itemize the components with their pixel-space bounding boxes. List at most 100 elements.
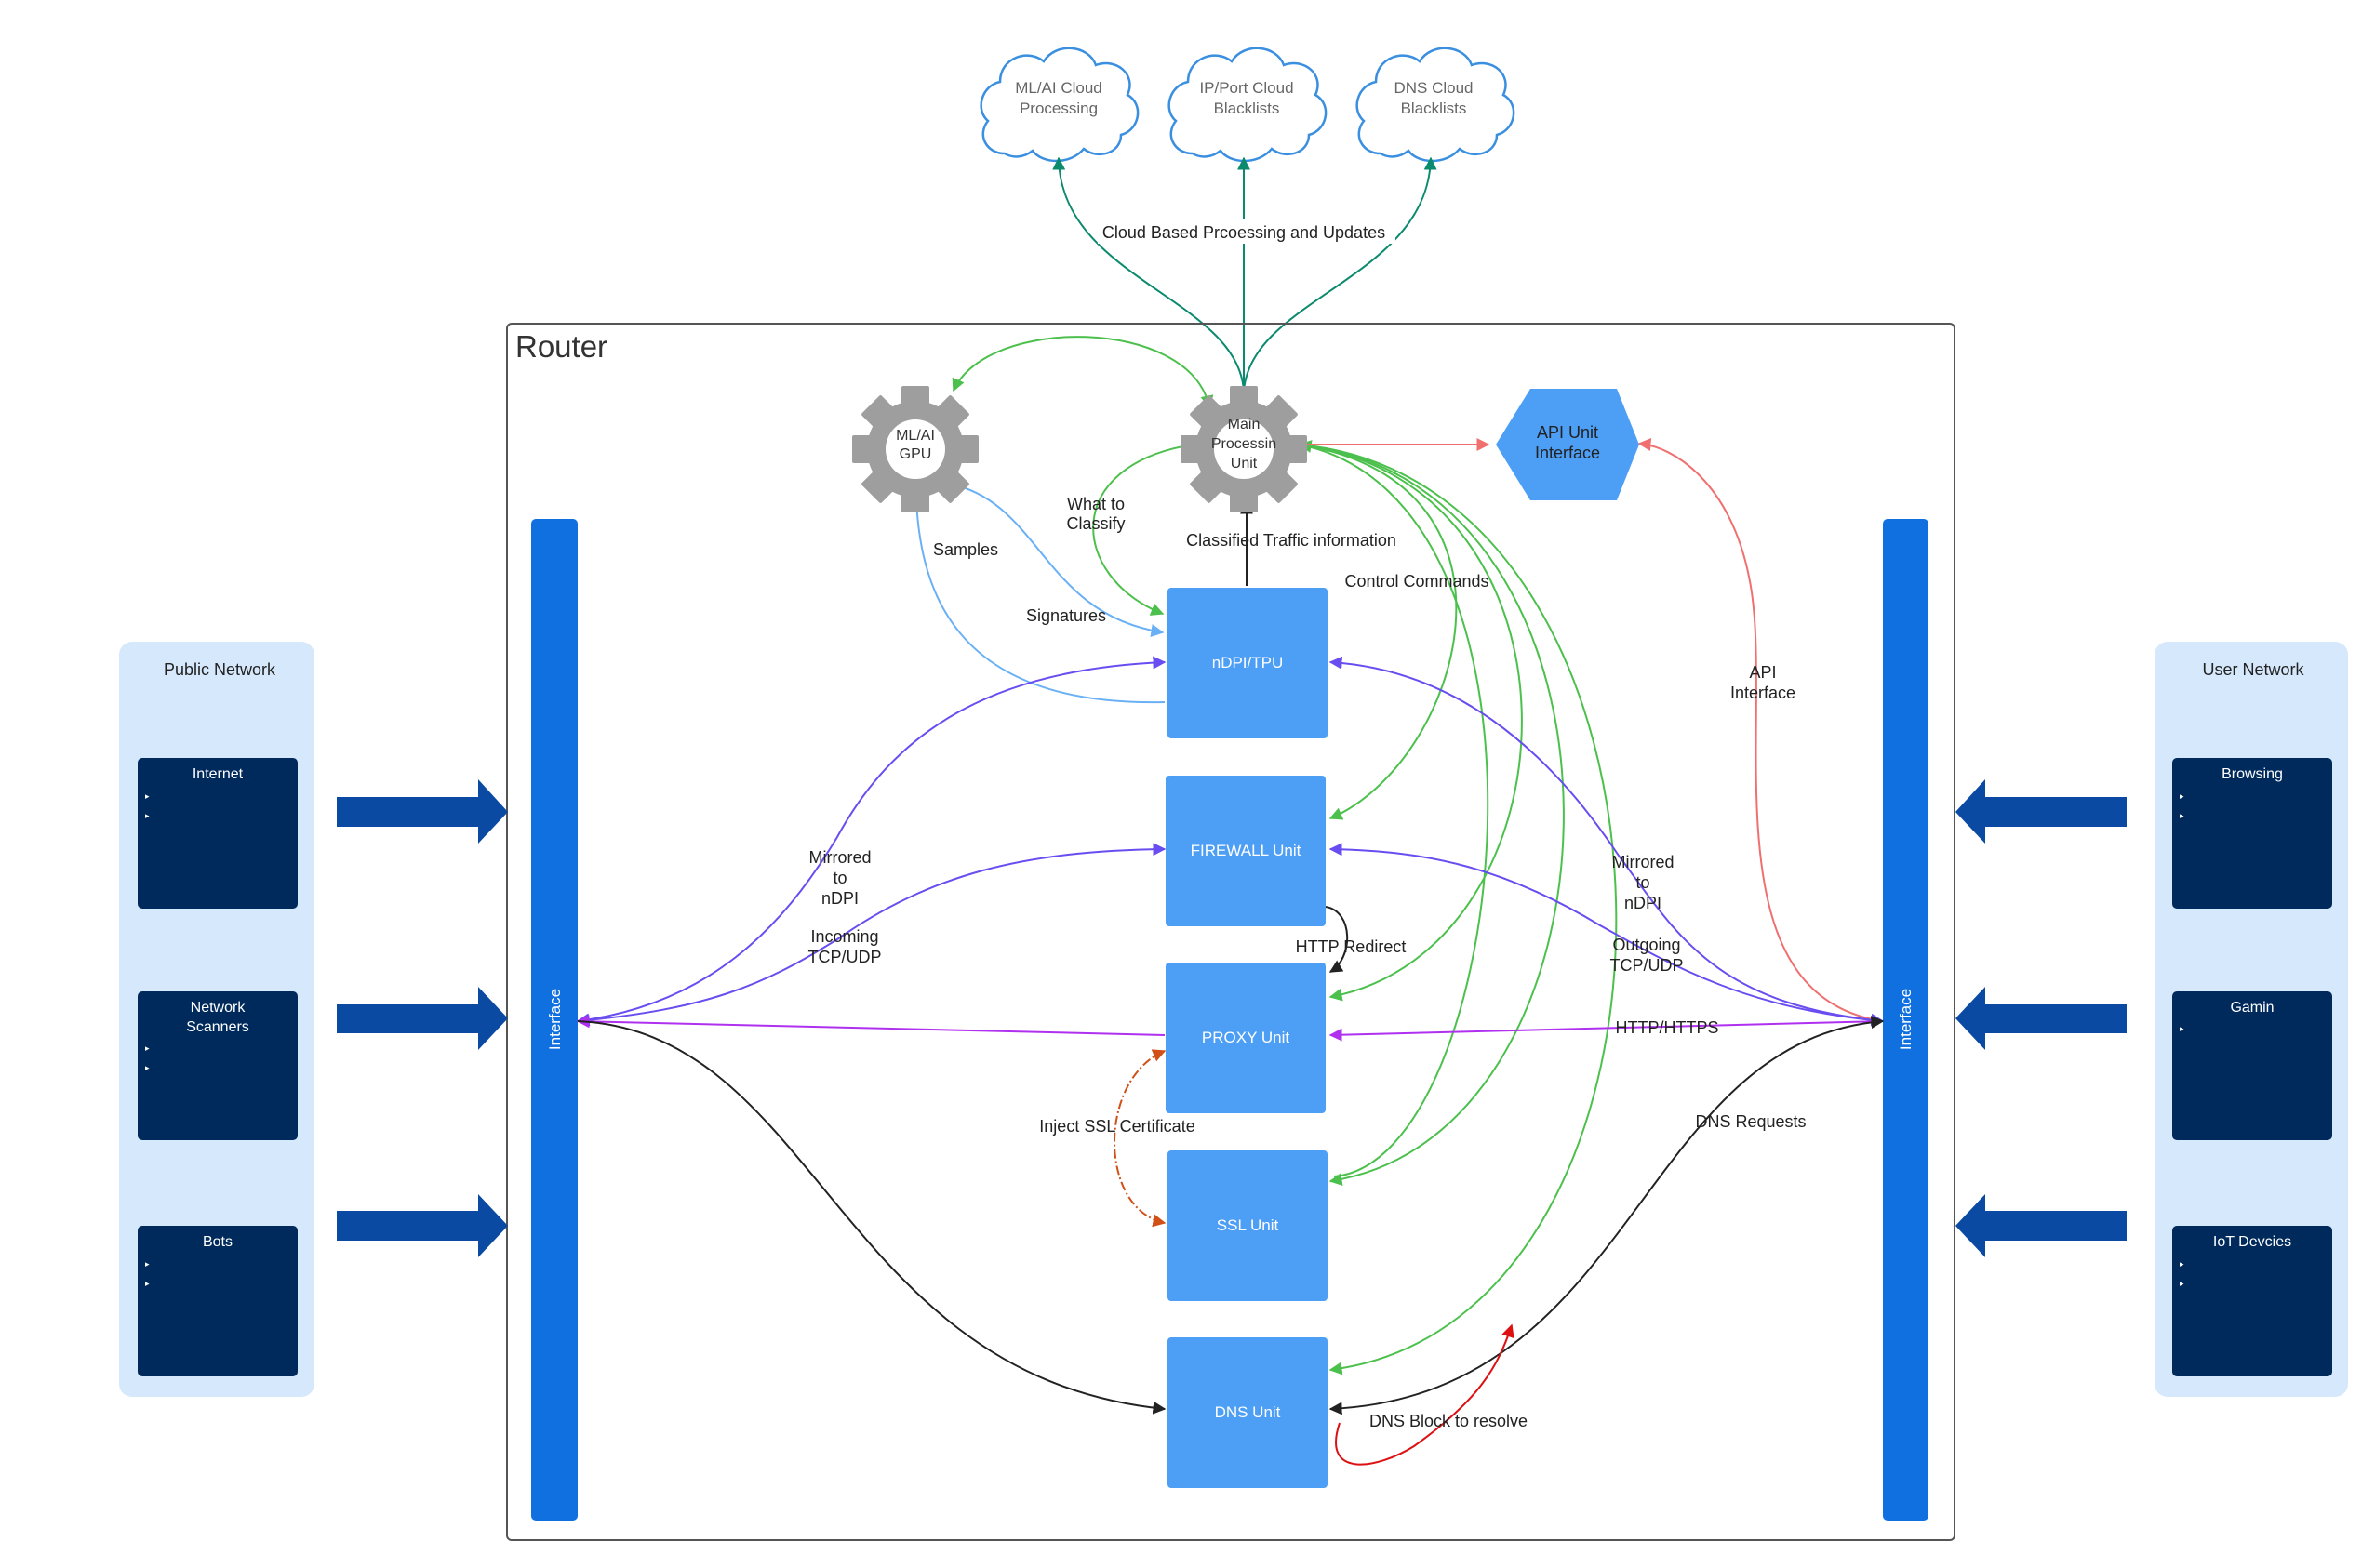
- unit-proxy-label: PROXY Unit: [1202, 1029, 1289, 1046]
- user-item-iot-label: IoT Devcies: [2213, 1234, 2291, 1250]
- router-title: Router: [515, 329, 607, 364]
- edge-labels: What to Classify Classified Traffic info…: [807, 495, 1806, 1430]
- user-item-browsing-label: Browsing: [2222, 766, 2283, 782]
- cloud-connectors: [1052, 156, 1437, 392]
- unit-ssl-label: SSL Unit: [1217, 1216, 1279, 1234]
- unit-firewall[interactable]: FIREWALL Unit: [1166, 776, 1326, 926]
- cloud-dns-line1: DNS Cloud: [1394, 79, 1473, 97]
- right-arrow-icon: [337, 987, 508, 1050]
- unit-ssl[interactable]: SSL Unit: [1167, 1150, 1328, 1301]
- inbound-arrows-left: [337, 779, 508, 1257]
- bullet-icon: ▸: [145, 1064, 150, 1073]
- label-incoming-1: Incoming: [810, 927, 878, 946]
- public-network-title: Public Network: [164, 660, 276, 679]
- unit-proxy[interactable]: PROXY Unit: [1166, 963, 1326, 1113]
- gear-main-line1: Main: [1228, 417, 1261, 432]
- dns-connectors: [577, 1016, 1885, 1415]
- gear-ml-line1: ML/AI: [896, 428, 935, 444]
- http-redirect-connector: [1325, 906, 1349, 973]
- user-item-gaming-label: Gamin: [2230, 1000, 2274, 1016]
- gear-icon[interactable]: Main Processin Unit: [1181, 386, 1307, 512]
- public-item-bots-label: Bots: [203, 1234, 233, 1250]
- label-http-https: HTTP/HTTPS: [1616, 1018, 1719, 1037]
- label-api-interface-1: API: [1749, 663, 1776, 682]
- label-signatures: Signatures: [1026, 606, 1106, 625]
- public-item-internet[interactable]: Internet ▸ ▸: [138, 758, 298, 909]
- bullet-icon: ▸: [145, 812, 150, 821]
- dns-block-connector: [1335, 1323, 1514, 1466]
- right-arrow-icon: [337, 1194, 508, 1257]
- cloud-ip-port: IP/Port Cloud Blacklists: [1167, 47, 1328, 163]
- label-http-redirect: HTTP Redirect: [1296, 937, 1407, 956]
- user-item-gaming[interactable]: Gamin ▸: [2172, 991, 2332, 1140]
- inbound-arrows-right: [1955, 779, 2127, 1257]
- label-cloud-based: Cloud Based Prcoessing and Updates: [1102, 223, 1385, 242]
- label-outgoing-1: Outgoing: [1612, 936, 1680, 954]
- bullet-icon: ▸: [2180, 812, 2184, 821]
- public-item-scanners-line2: Scanners: [186, 1019, 249, 1035]
- bullet-icon: ▸: [2180, 1260, 2184, 1269]
- gear-main-line2: Processin: [1211, 436, 1276, 452]
- gear-icon[interactable]: ML/AI GPU: [852, 386, 979, 512]
- unit-ndpi-label: nDPI/TPU: [1212, 654, 1284, 671]
- gear-ml-line2: GPU: [900, 446, 932, 462]
- label-mirrored-right-3: nDPI: [1624, 894, 1661, 912]
- user-item-iot[interactable]: IoT Devcies ▸ ▸: [2172, 1226, 2332, 1376]
- label-inject-ssl: Inject SSL Certificate: [1039, 1117, 1194, 1136]
- left-arrow-icon: [1955, 1194, 2127, 1257]
- unit-ndpi[interactable]: nDPI/TPU: [1167, 588, 1328, 738]
- public-item-scanners[interactable]: Network Scanners ▸ ▸: [138, 991, 298, 1140]
- bullet-icon: ▸: [2180, 792, 2184, 802]
- cloud-ml-ai-line1: ML/AI Cloud: [1015, 79, 1102, 97]
- left-arrow-icon: [1955, 987, 2127, 1050]
- label-dns-block: DNS Block to resolve: [1369, 1412, 1528, 1430]
- public-item-internet-label: Internet: [193, 766, 244, 782]
- label-api-interface-2: Interface: [1730, 684, 1795, 702]
- user-item-browsing[interactable]: Browsing ▸ ▸: [2172, 758, 2332, 909]
- bullet-icon: ▸: [145, 1280, 150, 1289]
- bullet-icon: ▸: [2180, 1280, 2184, 1289]
- mirror-connectors: [576, 656, 1885, 1027]
- interface-left-label: Interface: [546, 989, 564, 1050]
- cloud-dns-line2: Blacklists: [1401, 100, 1467, 117]
- interface-left[interactable]: Interface: [531, 519, 578, 1521]
- user-network-title: User Network: [2202, 660, 2304, 679]
- unit-firewall-label: FIREWALL Unit: [1191, 842, 1301, 859]
- label-control-commands: Control Commands: [1344, 572, 1488, 591]
- label-incoming-2: TCP/UDP: [807, 948, 881, 966]
- gear-main-line3: Unit: [1231, 456, 1258, 472]
- cloud-dns: DNS Cloud Blacklists: [1355, 47, 1515, 163]
- inject-ssl-connector: [1114, 1049, 1167, 1228]
- cloud-ip-port-line2: Blacklists: [1214, 100, 1280, 117]
- unit-dns[interactable]: DNS Unit: [1167, 1337, 1328, 1488]
- bullet-icon: ▸: [145, 1260, 150, 1269]
- label-mirrored-right-1: Mirrored: [1611, 853, 1674, 871]
- public-item-scanners-line1: Network: [191, 1000, 247, 1016]
- label-what-to-classify-2: Classify: [1066, 514, 1125, 533]
- label-what-to-classify-1: What to: [1067, 495, 1125, 513]
- unit-dns-label: DNS Unit: [1215, 1403, 1281, 1421]
- label-dns-requests: DNS Requests: [1695, 1112, 1806, 1131]
- label-outgoing-2: TCP/UDP: [1609, 956, 1683, 975]
- bullet-icon: ▸: [145, 792, 150, 802]
- public-item-bots[interactable]: Bots ▸ ▸: [138, 1226, 298, 1376]
- label-mirrored-left-2: to: [833, 869, 847, 887]
- label-mirrored-left-3: nDPI: [821, 889, 859, 908]
- label-samples: Samples: [933, 540, 998, 559]
- label-mirrored-right-2: to: [1635, 873, 1649, 892]
- cloud-ip-port-line1: IP/Port Cloud: [1199, 79, 1293, 97]
- bullet-icon: ▸: [2180, 1025, 2184, 1034]
- label-mirrored-left-1: Mirrored: [808, 848, 871, 867]
- left-arrow-icon: [1955, 779, 2127, 844]
- right-arrow-icon: [337, 779, 508, 844]
- interface-right-label: Interface: [1897, 989, 1915, 1050]
- api-unit-interface[interactable]: API Unit Interface: [1496, 389, 1639, 500]
- cloud-ml-ai-line2: Processing: [1020, 100, 1098, 117]
- bullet-icon: ▸: [145, 1044, 150, 1054]
- router-container: [506, 323, 1955, 1541]
- api-unit-line1: API Unit: [1537, 423, 1598, 442]
- interface-right[interactable]: Interface: [1883, 519, 1928, 1521]
- label-classified-traffic: Classified Traffic information: [1186, 531, 1396, 550]
- cloud-ml-ai: ML/AI Cloud Processing: [980, 47, 1140, 163]
